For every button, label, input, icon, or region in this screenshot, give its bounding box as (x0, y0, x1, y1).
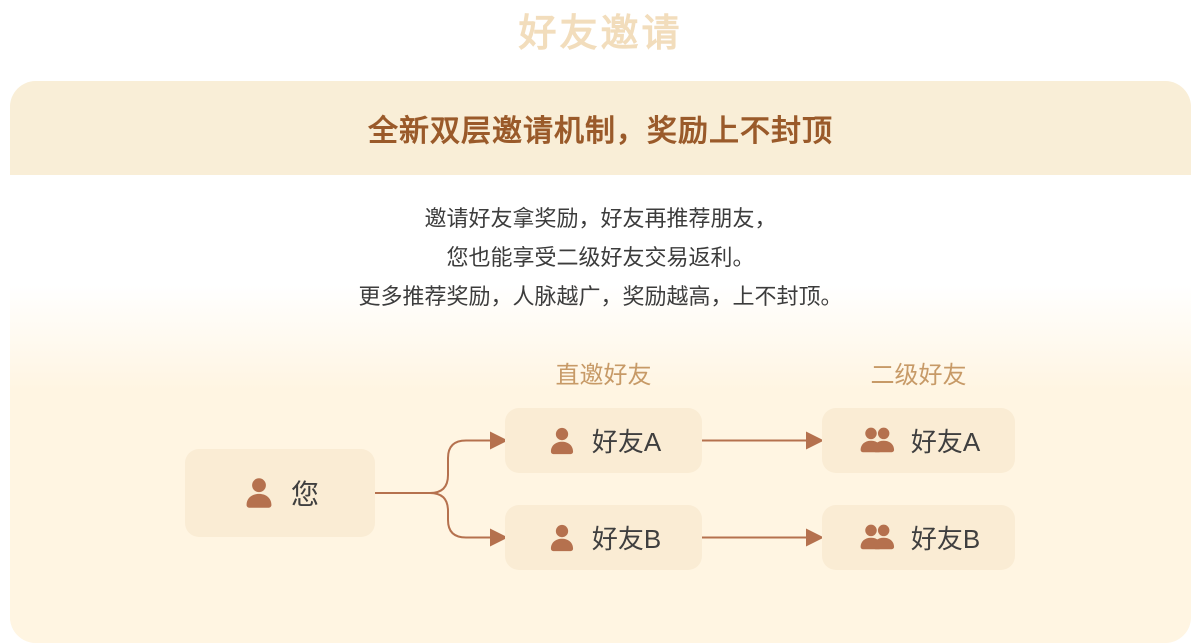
person-icon (546, 425, 578, 457)
card-body: 邀请好友拿奖励，好友再推荐朋友， 您也能享受二级好友交易返利。 更多推荐奖励，人… (10, 175, 1191, 643)
person-icon (241, 475, 277, 511)
card-header: 全新双层邀请机制，奖励上不封顶 (10, 81, 1191, 175)
column-label-secondary-friends: 二级好友 (870, 362, 967, 389)
watermark-title: 好友邀请 (518, 13, 683, 55)
promo-card: 全新双层邀请机制，奖励上不封顶 邀请好友拿奖励，好友再推荐朋友， 您也能享受二级… (10, 81, 1191, 643)
description: 邀请好友拿奖励，好友再推荐朋友， 您也能享受二级好友交易返利。 更多推荐奖励，人… (10, 199, 1191, 316)
node-secondary-friend-a: 好友A (822, 408, 1015, 473)
node-direct-friend-a: 好友A (505, 408, 702, 473)
node-label: 好友A (591, 427, 662, 457)
card-title: 全新双层邀请机制，奖励上不封顶 (368, 115, 833, 148)
node-label: 您 (290, 479, 319, 510)
description-line: 更多推荐奖励，人脉越广，奖励越高，上不封顶。 (358, 284, 843, 309)
node-you: 您 (185, 449, 375, 537)
node-label: 好友B (910, 524, 981, 554)
description-line: 您也能享受二级好友交易返利。 (446, 245, 755, 270)
person-icon (546, 522, 578, 554)
node-label: 好友B (591, 524, 662, 554)
node-direct-friend-b: 好友B (505, 505, 702, 570)
column-label-direct-friends: 直邀好友 (555, 362, 652, 389)
description-line: 邀请好友拿奖励，好友再推荐朋友， (424, 206, 777, 231)
users-icon (857, 425, 897, 457)
node-label: 好友A (910, 427, 981, 457)
users-icon (857, 522, 897, 554)
node-secondary-friend-b: 好友B (822, 505, 1015, 570)
